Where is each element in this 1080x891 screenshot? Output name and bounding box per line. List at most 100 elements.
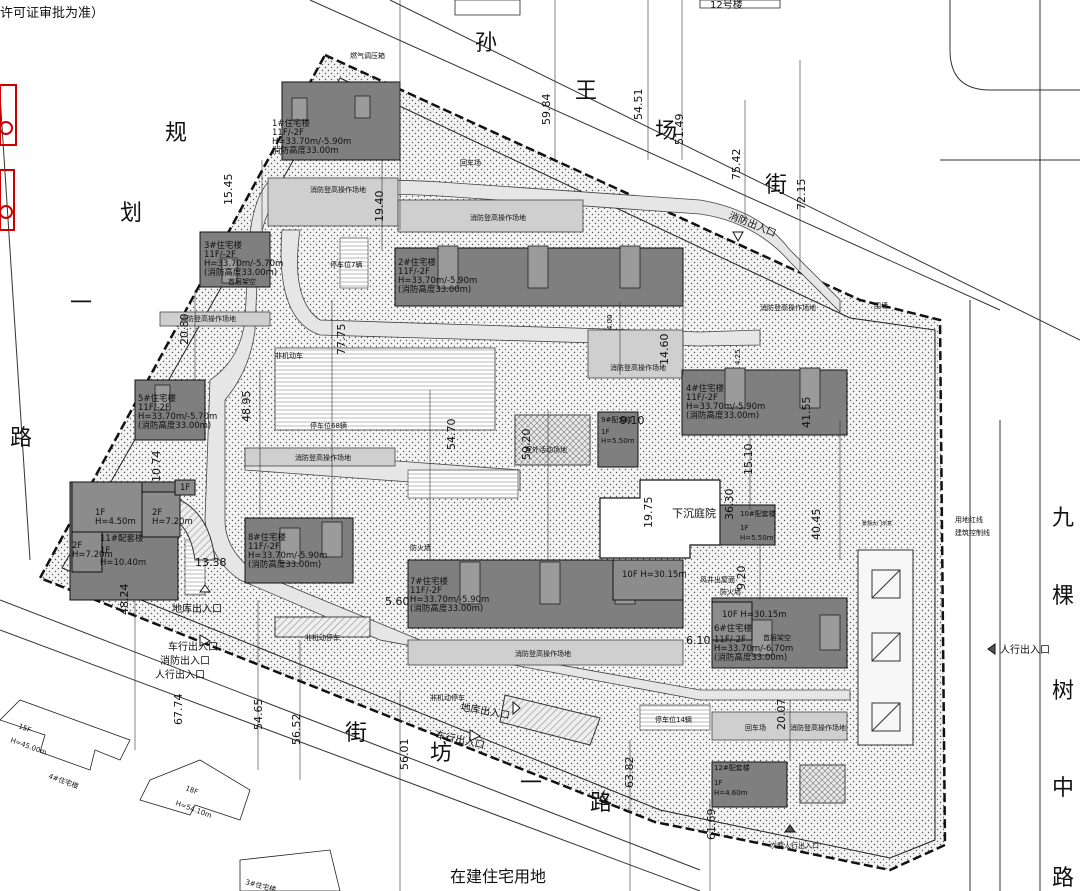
svg-text:(消防高度33.00m): (消防高度33.00m) (204, 267, 277, 278)
street-right-1: 九 (1052, 506, 1074, 531)
outdoor-label: 室外活动场地 (525, 445, 567, 454)
svg-text:12#配套楼: 12#配套楼 (714, 763, 750, 772)
svg-text:11F/-2F: 11F/-2F (204, 250, 236, 260)
svg-text:9.10: 9.10 (620, 414, 645, 427)
street-left-2: 划 (120, 201, 142, 226)
svg-text:4.00: 4.00 (606, 314, 614, 330)
outdoor-area (514, 414, 591, 466)
svg-text:4.25: 4.25 (734, 349, 742, 365)
sec-ped-entrance: 次要人行出入口 (770, 841, 819, 850)
svg-text:(消防高度33.00m): (消防高度33.00m) (248, 559, 321, 570)
building-12-label-site: 12#配套楼 1F H=4.60m (714, 763, 750, 797)
street-top-1: 孙 (475, 31, 497, 56)
svg-text:H=7.20m: H=7.20m (72, 550, 113, 560)
building-6-label: 6#住宅楼 11F/-2F H=33.70m/-6.70m (消防高度33.00… (714, 623, 793, 663)
neighbor-buildings (0, 0, 781, 891)
svg-text:15.10: 15.10 (742, 444, 755, 476)
svg-text:11F/-2F: 11F/-2F (248, 542, 280, 552)
svg-text:14.60: 14.60 (658, 334, 671, 366)
svg-text:(消防高度33.00m): (消防高度33.00m) (398, 284, 471, 295)
fire-area-label-3: 消防登高操作场地 (180, 314, 236, 323)
fire-areas (159, 177, 848, 741)
stamp-marks (0, 84, 17, 231)
svg-text:H=7.20m: H=7.20m (152, 517, 193, 527)
fire-area-label-2: 消防登高操作场地 (470, 213, 526, 222)
permit-note: 许可证审批为准） (0, 6, 104, 21)
street-right-4: 中 (1052, 776, 1074, 801)
svg-text:1F: 1F (740, 524, 748, 532)
svg-text:13.38: 13.38 (195, 556, 227, 569)
building-8-label: 8#住宅楼 11F/-2F H=33.70m/-5.90m (消防高度33.00… (248, 532, 327, 570)
svg-text:10.74: 10.74 (150, 451, 163, 483)
svg-text:H=4.50m: H=4.50m (95, 517, 136, 527)
ground-open-label-2: 首层架空 (763, 633, 791, 642)
ground-exit-west: 地库出入口 (172, 602, 222, 615)
street-top-2: 王 (575, 79, 597, 104)
use-line-label: 用地红线 (955, 515, 983, 524)
svg-text:59.20: 59.20 (520, 429, 533, 461)
building-12-label: 12号楼 (710, 0, 743, 11)
gate-marks (871, 569, 901, 732)
svg-text:H=4.60m: H=4.60m (714, 789, 748, 797)
neighbor-15f: 15F (17, 722, 32, 734)
svg-text:2F: 2F (152, 508, 162, 518)
svg-text:10F H=30.15m: 10F H=30.15m (722, 610, 787, 620)
svg-text:(消防高度33.00m): (消防高度33.00m) (410, 603, 483, 614)
svg-text:H=33.70m/-5.70m: H=33.70m/-5.70m (138, 412, 217, 422)
svg-text:54.51: 54.51 (632, 89, 645, 121)
sunken-courtyard-label: 下沉庭院 (672, 506, 716, 520)
svg-text:11F/-2F: 11F/-2F (686, 393, 718, 403)
bike-label: 非机动车 (275, 351, 303, 360)
scenic-gate-label: 景观大门示意 (862, 520, 892, 527)
fire-area-label-1: 消防登高操作场地 (310, 185, 366, 194)
svg-text:20.07: 20.07 (775, 699, 788, 731)
svg-text:H=33.70m/-5.70m: H=33.70m/-5.70m (204, 259, 283, 269)
street-bottom-2: 坊 (430, 741, 452, 766)
bike-area-2 (799, 764, 846, 804)
annex-blocks (71, 479, 753, 641)
svg-text:6.10: 6.10 (686, 634, 711, 647)
svg-text:11#配套楼: 11#配套楼 (100, 533, 144, 544)
building-1-label: 1#住宅楼 11F/-2F H=33.70m/-5.90m 消防高度33.00m (272, 118, 351, 156)
building-10-label: 10#配套楼 1F H=5.50m (740, 509, 776, 542)
fire-area-label-7: 消防登高操作场地 (760, 303, 816, 312)
svg-text:H=33.70m/-5.90m: H=33.70m/-5.90m (248, 551, 327, 561)
entrance-arrows (199, 231, 996, 833)
svg-text:19.75: 19.75 (642, 497, 655, 529)
veh-entrance-sw-2: 消防出入口 (160, 654, 210, 667)
neighbor-18f: 18F (184, 784, 199, 796)
svg-text:51.49: 51.49 (673, 114, 686, 146)
parking-14-label: 停车位14辆 (655, 715, 692, 724)
bike-parking-label-2: 非机动停车 (430, 693, 465, 702)
dimension-labels: 59.84 54.51 51.49 75.42 72.15 15.45 19.4… (118, 89, 823, 841)
svg-text:61.69: 61.69 (705, 809, 718, 841)
street-bottom-1: 街 (345, 721, 367, 746)
svg-text:6#住宅楼: 6#住宅楼 (714, 623, 753, 634)
street-top-4: 街 (765, 173, 787, 198)
svg-text:H=5.50m: H=5.50m (601, 437, 635, 445)
neighbor-4-label: 4#住宅楼 (47, 771, 80, 790)
svg-text:40.45: 40.45 (810, 509, 823, 541)
ramp (499, 694, 601, 746)
ground-open-label: 首层架空 (228, 277, 256, 286)
svg-text:5.60: 5.60 (385, 595, 410, 608)
svg-text:9.20: 9.20 (735, 566, 748, 591)
svg-text:H=10.40m: H=10.40m (100, 558, 146, 568)
svg-text:67.74: 67.74 (172, 694, 185, 726)
turnaround-label-2: 回车场 (745, 723, 766, 732)
fire-area-label-4: 消防登高操作场地 (610, 363, 666, 372)
wind-shaft-label: 风井出屋面 (700, 575, 735, 584)
parking-68-label: 停车位68辆 (310, 421, 347, 430)
svg-text:1F: 1F (100, 546, 110, 556)
svg-text:63.82: 63.82 (623, 757, 636, 789)
svg-text:1F: 1F (601, 428, 609, 436)
svg-text:(消防高度33.00m): (消防高度33.00m) (138, 420, 211, 431)
svg-text:15.45: 15.45 (222, 174, 235, 206)
svg-text:48.95: 48.95 (240, 391, 253, 423)
svg-text:(消防高度33.00m): (消防高度33.00m) (714, 652, 787, 663)
svg-text:11F/-2F: 11F/-2F (138, 403, 170, 413)
building-5-label: 5#住宅楼 11F/-2F H=33.70m/-5.70m (消防高度33.00… (138, 393, 217, 431)
svg-text:56.52: 56.52 (290, 714, 303, 746)
